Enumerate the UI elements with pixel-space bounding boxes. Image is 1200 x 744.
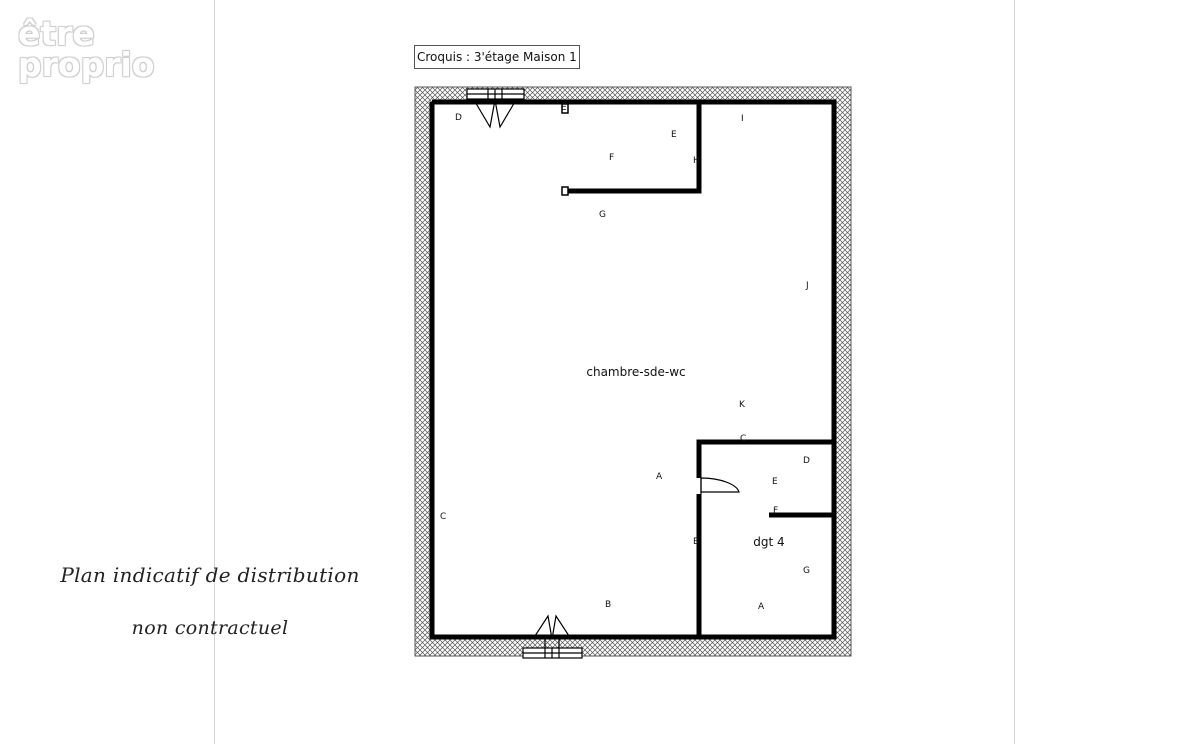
wall-label: E [671,130,677,140]
wall-label: F [773,506,778,516]
closet-wall [565,102,702,194]
brand-logo-line1: être [18,14,95,53]
interior-walls [429,99,837,640]
wall-end-cap [561,103,569,114]
wall-label: A [656,472,663,482]
brand-logo: être proprio [18,14,155,84]
wall-label: F [609,153,614,163]
wall-label: D [455,113,462,123]
wall-label: E [772,477,778,487]
wall-label: K [739,400,746,410]
plan-title: Croquis : 3'étage Maison 1 [414,45,580,69]
wall-label: I [741,114,744,124]
room-label-dgt: dgt 4 [753,535,784,549]
door [700,477,740,494]
wall-label: G [599,210,606,220]
hall-wall [696,439,834,478]
wall-label: B [605,600,611,610]
page-margin-left [214,0,215,744]
page-margin-right [1014,0,1015,744]
wall-label: B [693,537,699,547]
wall-labels: D E F E H I G J K C A D E F C B B G A [440,103,810,612]
wall-label: E [561,103,567,113]
wall-end-cap [561,186,569,196]
window-top [466,88,525,129]
wall-label: C [740,434,746,444]
wall-label: D [803,456,810,466]
wall-label: C [440,512,446,522]
window-bottom [522,614,583,659]
wall-label: A [758,602,765,612]
disclaimer-line-2: non contractuel [131,617,289,639]
room-label-chambre: chambre-sde-wc [586,365,685,379]
disclaimer-line-1: Plan indicatif de distribution [60,563,360,587]
wall-label: J [805,281,809,291]
wall-label: H [693,156,700,166]
brand-logo-line2: proprio [18,45,155,84]
wall-label: G [803,566,810,576]
